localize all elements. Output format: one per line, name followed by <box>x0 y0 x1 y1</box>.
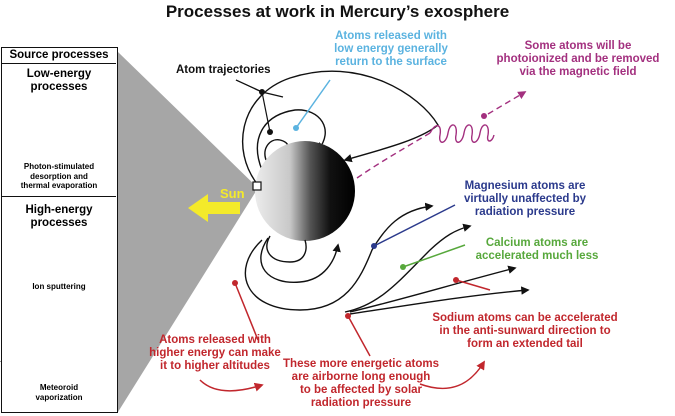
high-energy-title: High-energy processes <box>25 204 93 229</box>
red-pointers <box>199 277 491 392</box>
atom-trajectories-label: Atom trajectories <box>176 64 271 76</box>
diagram-title: Processes at work in Mercury’s exosphere <box>165 2 510 21</box>
zoom-cone <box>118 52 258 412</box>
low-energy-return-note: Atoms released with low energy generally… <box>334 30 448 68</box>
lower-trajectories <box>244 202 530 315</box>
calcium-note: Calcium atoms are accelerated much less <box>475 237 599 262</box>
sun-label: Sun <box>220 186 245 201</box>
source-region-box <box>252 181 262 191</box>
low-energy-caption: Photon-stimulated desorption and thermal… <box>20 162 98 190</box>
trajectory-pointers <box>235 79 284 135</box>
photoionized-path <box>356 91 527 179</box>
photoionized-note: Some atoms will be photoionized and be r… <box>496 40 660 78</box>
panel-divider <box>2 196 116 197</box>
airborne-note: These more energetic atoms are airborne … <box>283 358 439 409</box>
sputtering-caption: Ion sputtering <box>32 282 86 291</box>
sun-arrow-icon <box>188 194 240 222</box>
low-energy-title: Low-energy processes <box>26 68 92 93</box>
navy-pointer <box>373 204 456 247</box>
green-pointer <box>402 244 466 268</box>
higher-energy-note: Atoms released with higher energy can ma… <box>149 334 281 372</box>
cyan-pointer <box>295 79 331 129</box>
meteoroid-caption: Meteoroid vaporization <box>35 383 83 402</box>
sodium-note: Sodium atoms can be accelerated in the a… <box>432 312 618 350</box>
panel-heading: Source processes <box>2 48 116 64</box>
source-processes-panel: Source processes Low-energy processes Ph… <box>1 47 118 413</box>
mercury-planet <box>255 141 355 241</box>
magnesium-note: Magnesium atoms are virtually unaffected… <box>463 180 587 218</box>
